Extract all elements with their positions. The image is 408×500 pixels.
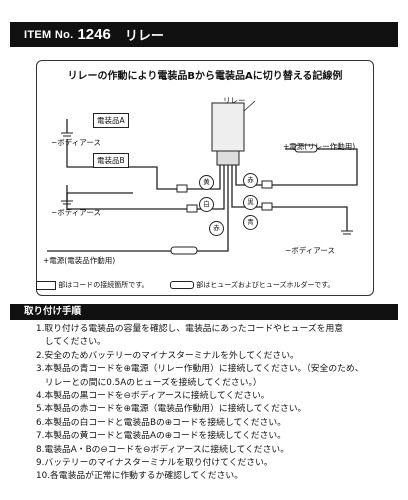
product-title: リレー [124, 29, 164, 44]
step-line: 10.各電装品が正常に作動するか確認してください。 [36, 471, 243, 482]
minus-icon: − [285, 246, 292, 255]
section-header: 取り付け手順 [10, 304, 398, 320]
relay-label: リレー [223, 96, 246, 105]
minus-icon: − [51, 138, 58, 147]
step-line: 4.本製品の黒コードを⊖ボディアースに接続してください。 [36, 391, 270, 402]
step-line: してください。 [36, 337, 106, 348]
legend-connector: 部はコードの接続箇所です。 [36, 280, 149, 290]
body-ground-right-label: −ボディアース [285, 246, 335, 255]
minus-icon: − [51, 208, 58, 217]
step-line: 2.安全のためバッテリーのマイナスターミナルを外してください。 [36, 350, 299, 361]
step-line: リレーとの間に0.5Aのヒューズを接続してください。） [36, 377, 262, 388]
device-a-box: 電装品A [93, 113, 129, 128]
step-line: 9.バッテリーのマイナスターミナルを取り付けてください。 [36, 458, 273, 469]
relay-socket [216, 150, 240, 166]
step-line: 7.本製品の黄コードと電装品Aの⊕コードを接続してください。 [36, 431, 286, 442]
fuse-device-power [170, 246, 198, 255]
diagram-title: リレーの作動により電装品Bから電装品Aに切り替える記線例 [67, 71, 343, 82]
connector-swatch-icon [36, 280, 56, 290]
power-relay-label: +電源(リレー作動用) [283, 142, 356, 151]
legend-connector-text: 部はコードの接続箇所です。 [58, 281, 149, 289]
step-line: 1.取り付ける電装品の容量を確認し、電装品にあったコードやヒューズを用意 [36, 324, 344, 334]
body-ground-a-label: −ボディアース [51, 138, 101, 147]
wire-red-top: 赤 [243, 173, 258, 188]
install-steps: 1.取り付ける電装品の容量を確認し、電装品にあったコードやヒューズを用意 してく… [36, 323, 388, 484]
item-number: 1246 [77, 26, 111, 43]
item-prefix: ITEM No. [24, 28, 74, 41]
plus-icon: + [283, 142, 290, 151]
step-line: 6.本製品の白コードと電装品Bの⊕コードを接続してください。 [36, 417, 286, 428]
plus-icon: + [43, 256, 50, 265]
device-b-box: 電装品B [93, 153, 129, 168]
wiring-lines [47, 100, 358, 255]
wire-black: 黒 [243, 195, 258, 210]
section-title: 取り付け手順 [24, 306, 82, 317]
step-line: 8.電装品A・Bの⊖コードを⊖ボディアースに接続してください。 [36, 444, 289, 455]
wire-blue: 青 [243, 215, 258, 230]
power-device-label: +電源(電装品作動用) [43, 256, 116, 265]
wire-yellow: 黄 [199, 175, 214, 190]
wire-red-bottom: 赤 [209, 221, 224, 236]
step-line: 5.本製品の赤コードを⊕電源（電装品作動用）に接続してください。 [36, 404, 307, 415]
relay-body [211, 102, 245, 152]
legend-fuse: 部はヒューズおよびヒューズホルダーです。 [170, 280, 334, 290]
fuse-swatch-icon [170, 281, 194, 289]
fuse-relay-power [294, 144, 318, 153]
legend-fuse-text: 部はヒューズおよびヒューズホルダーです。 [196, 281, 335, 289]
product-header: ITEM No. 1246 リレー [10, 22, 398, 47]
step-line: 3.本製品の青コードを⊕電源（リレー作動用）に接続してください。（安全のため、 [36, 364, 364, 375]
wire-white: 白 [199, 197, 214, 212]
wiring-diagram: リレーの作動により電装品Bから電装品Aに切り替える記線例 [36, 60, 374, 296]
body-ground-b-label: −ボディアース [51, 208, 101, 217]
